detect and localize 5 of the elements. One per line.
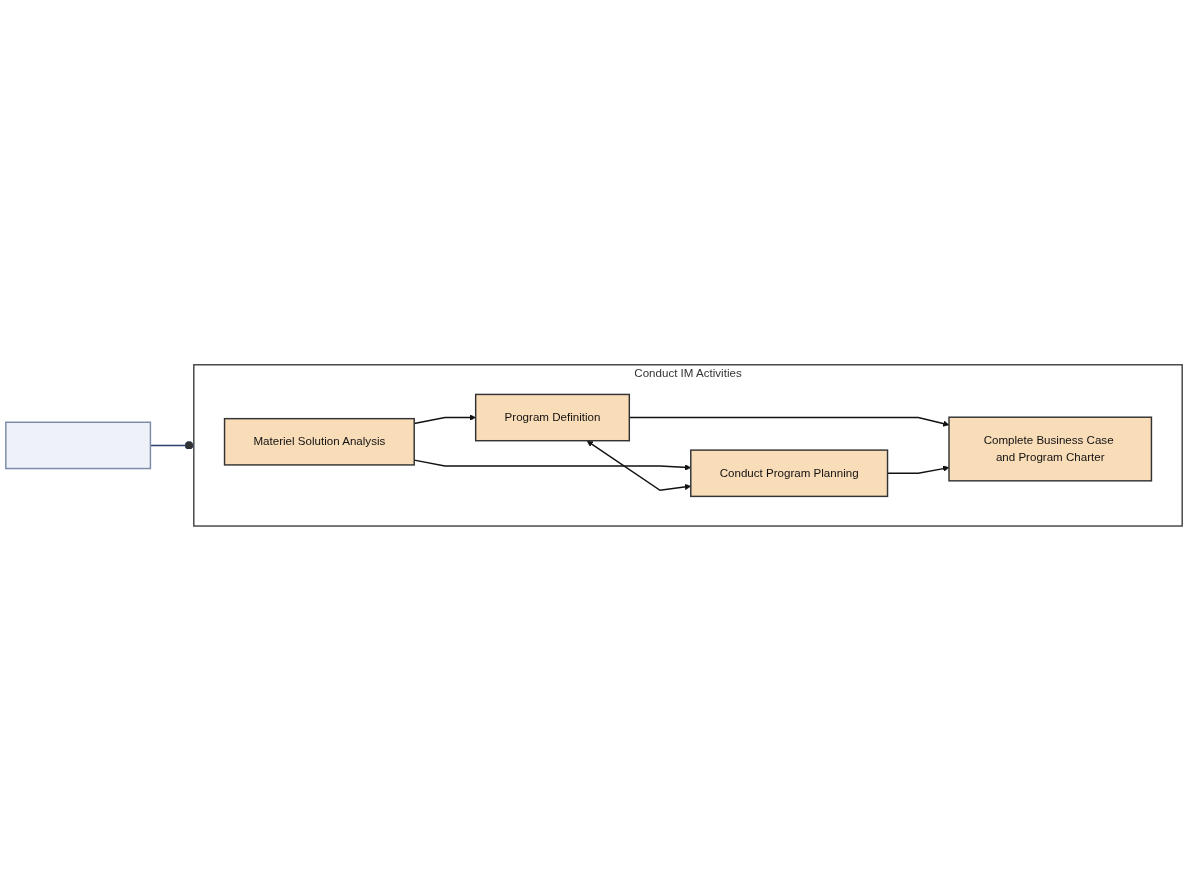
node-box: Program Definition [474, 393, 631, 442]
node-box: Complete Business Case and Program Charter [948, 416, 1153, 482]
node-box: Materiel Solution Analysis [223, 417, 415, 466]
node-picture [5, 421, 152, 469]
node-box: Conduct Program Planning [690, 448, 889, 497]
